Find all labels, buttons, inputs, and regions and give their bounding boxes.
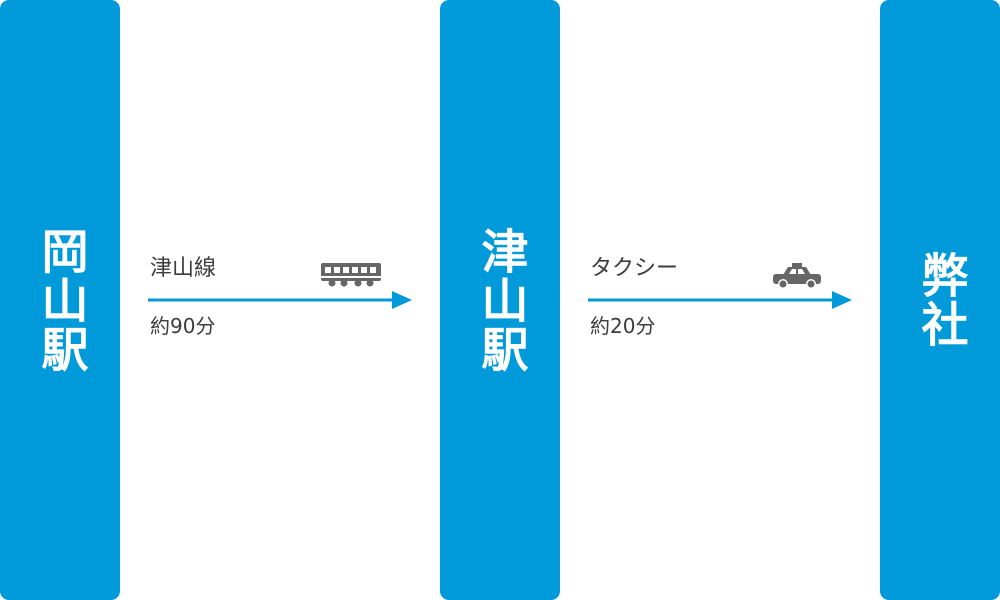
station-label: 弊社 bbox=[912, 251, 968, 349]
route-arrow bbox=[148, 291, 412, 309]
station-company: 弊社 bbox=[880, 0, 1000, 600]
train-icon bbox=[320, 262, 382, 292]
travel-time-label: 約90分 bbox=[150, 314, 216, 338]
station-tsuyama: 津山駅 bbox=[440, 0, 560, 600]
station-okayama: 岡山駅 bbox=[0, 0, 120, 600]
station-label: 岡山駅 bbox=[32, 226, 88, 374]
route-arrow bbox=[588, 291, 852, 309]
transport-mode-label: タクシー bbox=[590, 256, 679, 281]
leg-tsuyama-office: タクシー 約20分 bbox=[588, 250, 858, 370]
leg-okayama-tsuyama: 津山線 約90分 bbox=[148, 250, 418, 370]
travel-time-label: 約20分 bbox=[590, 314, 656, 338]
station-label: 津山駅 bbox=[472, 226, 528, 374]
transport-mode-label: 津山線 bbox=[150, 256, 217, 281]
taxi-icon bbox=[772, 262, 822, 294]
